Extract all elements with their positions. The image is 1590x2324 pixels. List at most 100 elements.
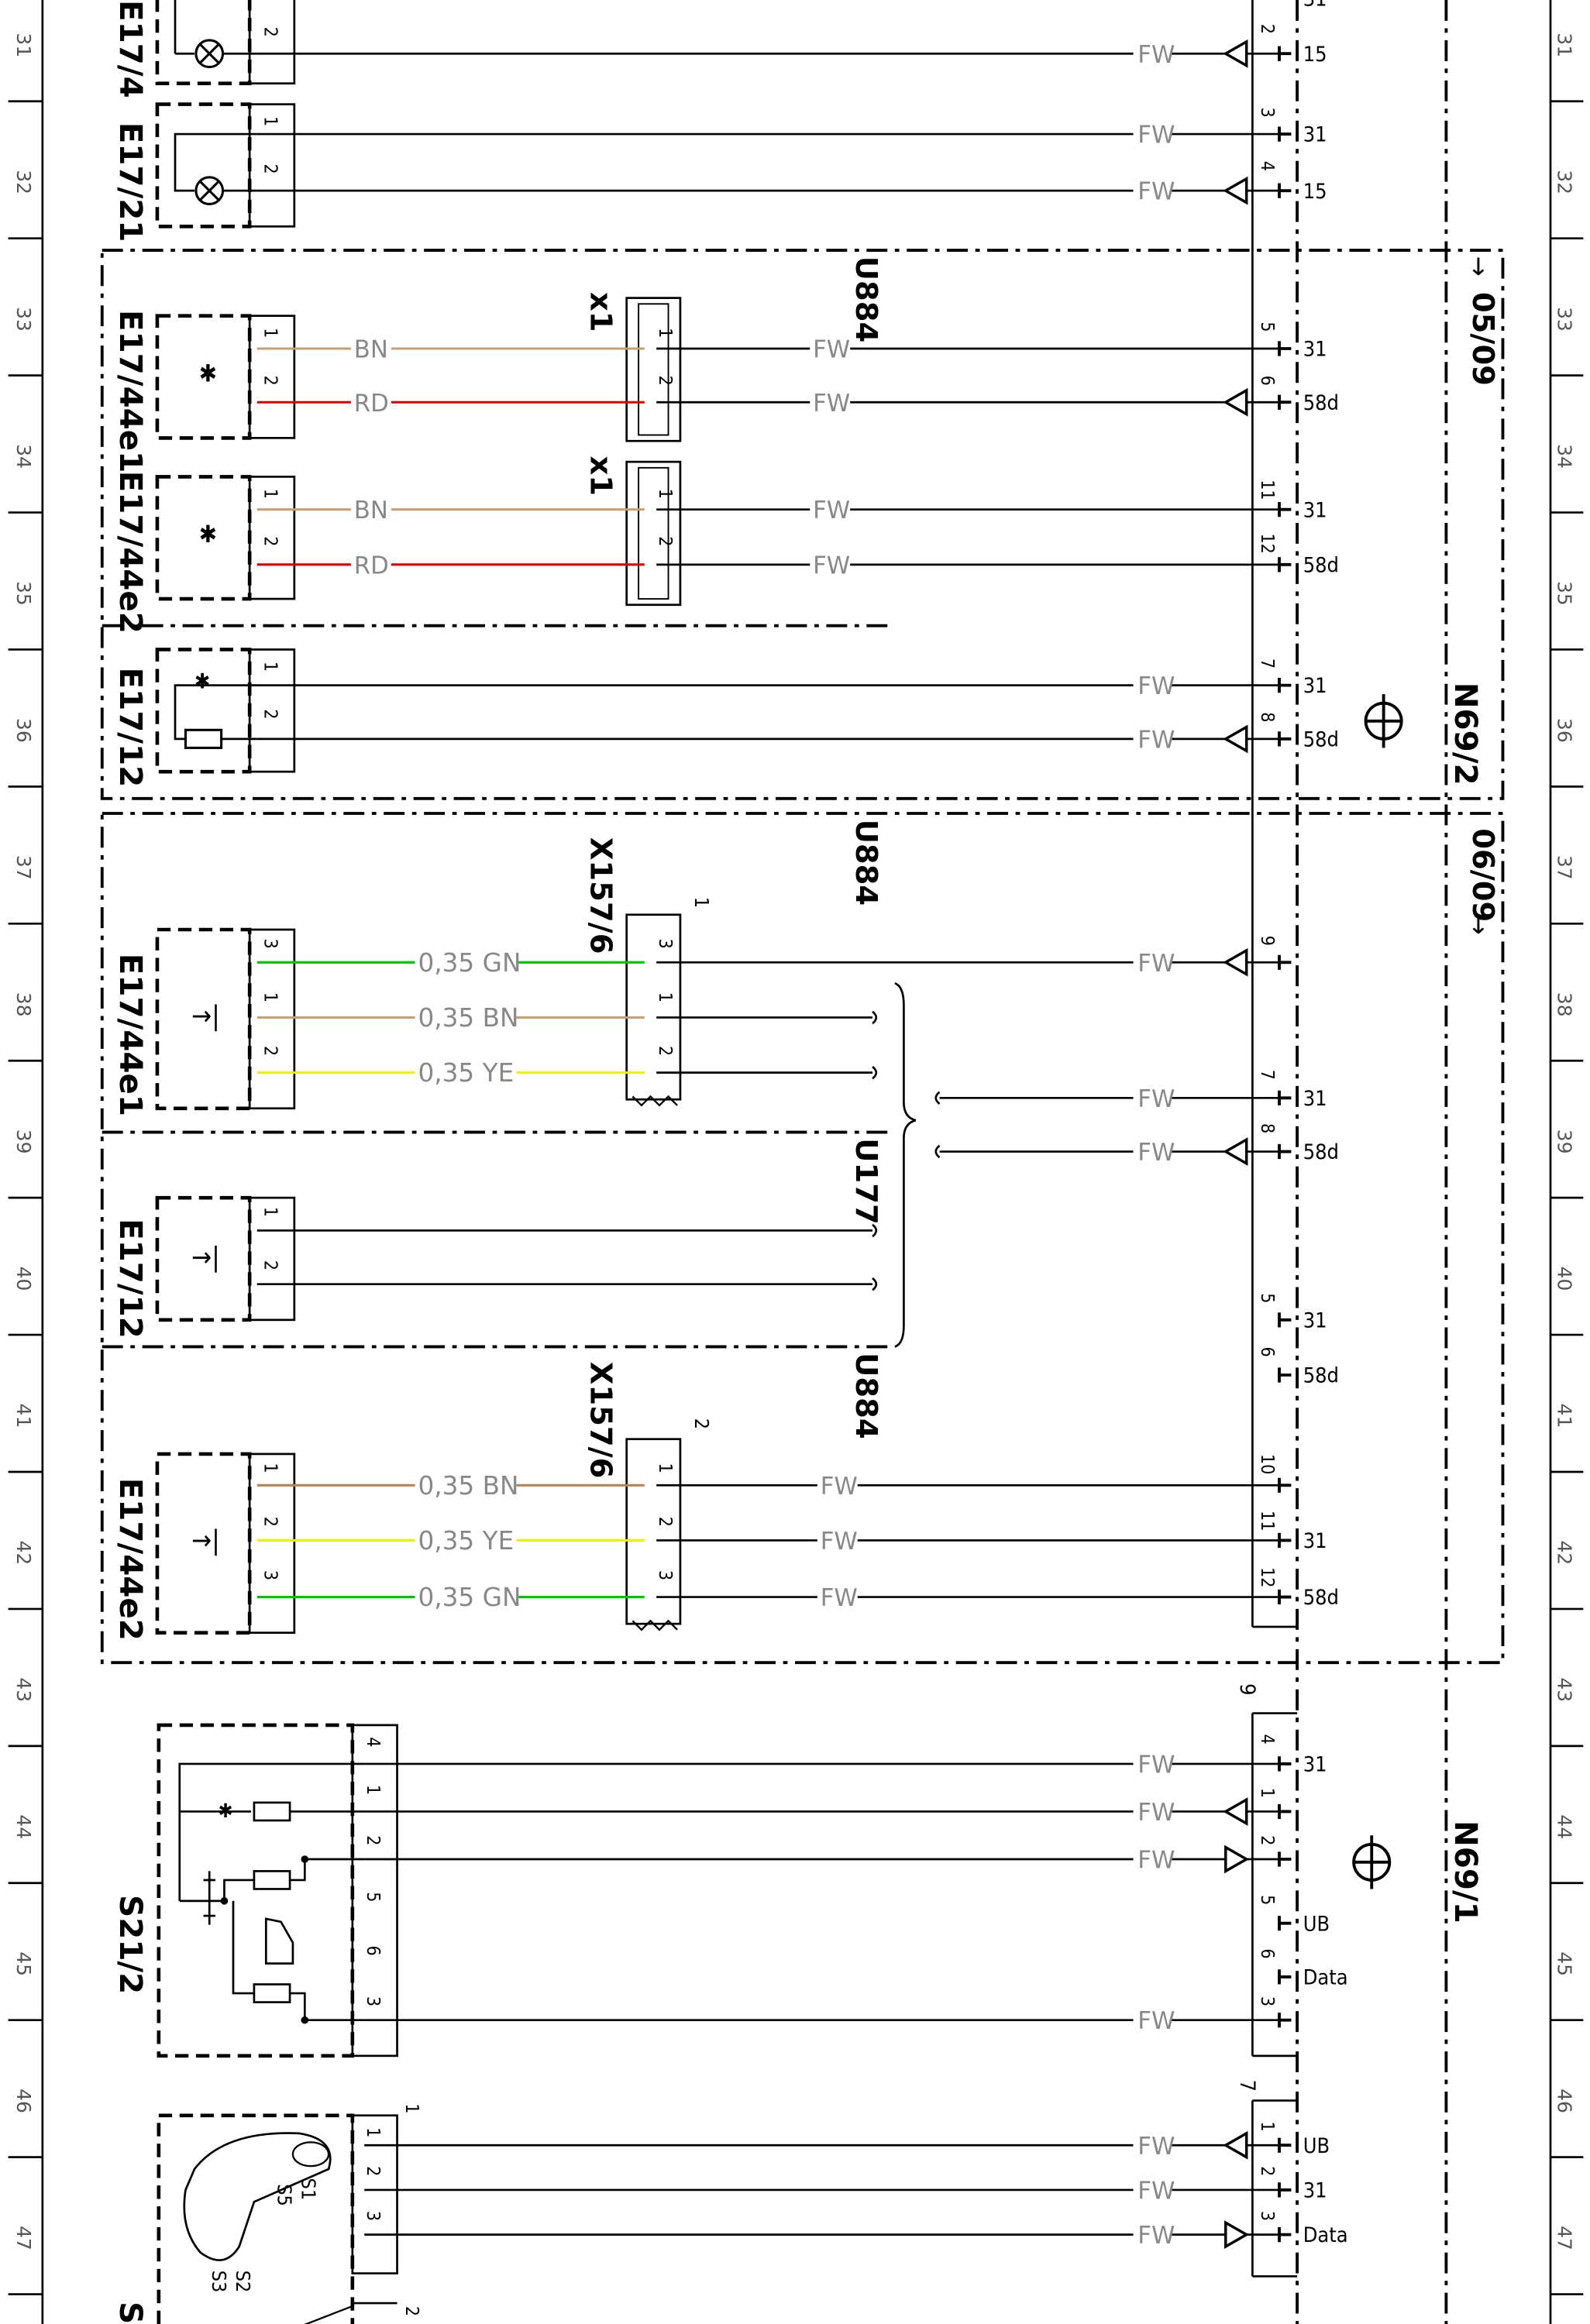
svg-text:UB: UB xyxy=(1303,2134,1330,2158)
led-icon: ✱ xyxy=(199,521,217,548)
svg-text:FW: FW xyxy=(1137,2222,1175,2250)
svg-text:58d: 58d xyxy=(1303,391,1339,415)
grid-number: 40 xyxy=(12,1267,35,1291)
svg-text:6: 6 xyxy=(363,1946,383,1956)
svg-text:FW: FW xyxy=(813,336,850,364)
wire-code-bn: BN xyxy=(354,336,388,364)
svg-text:11: 11 xyxy=(1257,480,1277,500)
svg-text:FW: FW xyxy=(821,1528,858,1556)
svg-text:0,35 YE: 0,35 YE xyxy=(418,1526,514,1556)
svg-text:31: 31 xyxy=(1303,1308,1327,1332)
wire-code-rd: RD xyxy=(354,552,389,579)
svg-text:7: 7 xyxy=(1257,658,1277,669)
pin-number: 2 xyxy=(260,27,280,37)
svg-text:31: 31 xyxy=(1303,498,1327,522)
svg-text:2: 2 xyxy=(655,1046,675,1056)
component-e17-21: E17/21 1 2 xyxy=(112,102,296,242)
connector-x1-a: x1 1 2 xyxy=(583,292,682,442)
wires-bottom-switch xyxy=(364,2144,1279,2236)
connector-label: x1 xyxy=(583,292,618,332)
page-reference: 05/09 xyxy=(1465,292,1500,386)
page-reference: 06/09 xyxy=(1465,828,1500,922)
grid-numbers-right: 31 32 33 34 35 36 37 38 39 40 41 42 43 4… xyxy=(1554,33,1576,2250)
svg-text:FW: FW xyxy=(1137,726,1175,754)
svg-text:1: 1 xyxy=(260,116,280,126)
svg-text:31: 31 xyxy=(1303,2179,1327,2203)
grid-number: 44 xyxy=(1554,1814,1576,1839)
svg-text:1: 1 xyxy=(260,1463,280,1473)
svg-text:1: 1 xyxy=(260,992,280,1002)
svg-text:2: 2 xyxy=(655,376,675,386)
component-bottom-switch: S S1 S5 S2 S3 1 2 3 1 2 xyxy=(112,2103,422,2324)
grid-number: 35 xyxy=(1554,581,1576,606)
control-unit-symbol-icon xyxy=(1352,694,1403,1889)
svg-text:FW: FW xyxy=(1137,1751,1175,1779)
grid-number: 31 xyxy=(1554,33,1576,57)
svg-text:Data: Data xyxy=(1303,2223,1348,2247)
svg-text:1: 1 xyxy=(260,1207,280,1217)
component-label: S21/2 xyxy=(112,1895,149,1994)
svg-text:5: 5 xyxy=(1257,1895,1277,1905)
connector-label: X157/6 xyxy=(583,1362,618,1479)
svg-text:8: 8 xyxy=(1257,712,1277,722)
arrow-icon: → xyxy=(1463,256,1494,277)
grid-number: 47 xyxy=(12,2226,35,2250)
svg-text:2: 2 xyxy=(1257,1835,1277,1845)
svg-text:FW: FW xyxy=(813,552,850,579)
svg-text:3: 3 xyxy=(260,1570,280,1580)
grid-number: 42 xyxy=(1554,1540,1576,1565)
svg-text:31: 31 xyxy=(1303,674,1327,698)
svg-text:FW: FW xyxy=(1137,2133,1175,2161)
connector-x1-b: x1 1 2 xyxy=(583,456,682,607)
seat-icon xyxy=(264,1917,294,1965)
grid-number: 36 xyxy=(12,718,35,743)
led-icon: ✱ xyxy=(194,669,210,693)
grid-number: 43 xyxy=(12,1677,35,1702)
svg-text:FW: FW xyxy=(1137,1799,1175,1827)
svg-text:58d: 58d xyxy=(1303,553,1339,577)
component-label: E17/44e2 xyxy=(112,471,149,634)
grid-number: 37 xyxy=(1554,855,1576,880)
svg-text:2: 2 xyxy=(260,709,280,719)
resistor-icon xyxy=(253,1983,291,2003)
svg-text:3: 3 xyxy=(363,2211,383,2221)
seat-icon xyxy=(183,2132,332,2261)
svg-text:4: 4 xyxy=(363,1737,383,1747)
connector-label: x1 xyxy=(583,456,618,496)
wire-codes-block2: 0,35 GN 0,35 BN 0,35 YE 0,35 BN 0,35 YE … xyxy=(418,948,521,1612)
wires-colored-block2 xyxy=(256,961,645,1599)
svg-text:FW: FW xyxy=(1137,672,1175,700)
wire-code-bn: BN xyxy=(354,497,388,524)
grid-number: 32 xyxy=(1554,170,1576,194)
svg-text:1: 1 xyxy=(363,2127,383,2137)
grid-right xyxy=(1549,0,1584,2324)
wires-block2 xyxy=(256,961,1279,1598)
svg-text:31: 31 xyxy=(1303,1753,1327,1777)
component-label: E17/12 xyxy=(112,1219,149,1339)
svg-text:3: 3 xyxy=(655,939,675,949)
led-icon: →| xyxy=(191,1001,220,1032)
svg-text:2: 2 xyxy=(260,1517,280,1527)
signal-names: 31 15 31 15 31 58d 31 58d 31 58d 31 58d … xyxy=(1303,0,1348,2247)
module-label-u884: U884 xyxy=(848,1353,883,1439)
component-e17-12-a: E17/12 ✱ 1 2 xyxy=(112,648,296,787)
svg-text:FW: FW xyxy=(821,1584,858,1612)
connector-x157-6-b: X157/6 2 1 2 3 xyxy=(583,1362,713,1631)
svg-text:2: 2 xyxy=(401,2306,422,2316)
grid-number: 31 xyxy=(12,33,35,57)
svg-text:FW: FW xyxy=(821,1473,858,1501)
component-label: S xyxy=(112,2302,149,2324)
svg-text:6: 6 xyxy=(1257,1346,1277,1356)
svg-text:FW: FW xyxy=(813,390,850,418)
svg-text:4: 4 xyxy=(1257,161,1277,171)
svg-text:58d: 58d xyxy=(1303,1140,1339,1164)
svg-text:FW: FW xyxy=(1137,950,1175,978)
switch-label: S1 xyxy=(297,2178,319,2201)
svg-text:0,35 GN: 0,35 GN xyxy=(418,948,521,978)
svg-text:8: 8 xyxy=(1257,1123,1277,1133)
svg-text:31: 31 xyxy=(1303,0,1327,12)
led-icon: →| xyxy=(191,1525,220,1556)
grid-number: 39 xyxy=(12,1129,35,1154)
svg-text:FW: FW xyxy=(1137,1085,1175,1113)
